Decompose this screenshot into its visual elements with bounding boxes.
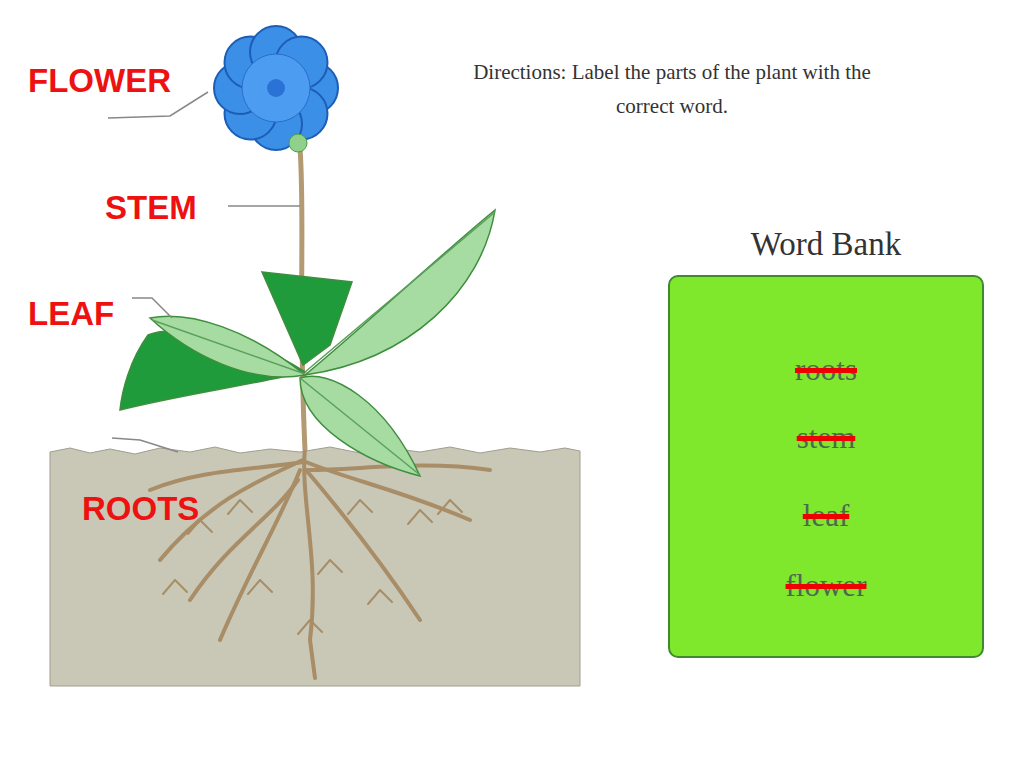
bank-box: roots stem leaf flower xyxy=(668,275,984,658)
root-hair xyxy=(368,590,392,604)
root-hair xyxy=(298,620,322,634)
word-bank: Word Bank roots stem leaf flower xyxy=(668,228,984,658)
root-hair xyxy=(163,580,187,594)
part-label: STEM xyxy=(105,191,197,224)
bank-heading: Word Bank xyxy=(668,228,984,261)
leader-lines xyxy=(108,92,300,452)
root-hair xyxy=(318,560,342,574)
bank-word: roots xyxy=(670,354,982,385)
flower-drawing xyxy=(214,26,338,150)
flower-center xyxy=(242,54,310,122)
bank-word: leaf xyxy=(670,500,982,531)
root-hair xyxy=(228,500,252,514)
leaves-drawing xyxy=(120,210,495,476)
part-label: ROOTS xyxy=(82,492,199,525)
part-label: FLOWER xyxy=(28,64,171,97)
directions-note: Directions: Label the parts of the plant… xyxy=(452,56,892,123)
soil xyxy=(50,447,580,686)
bank-word: stem xyxy=(670,422,982,453)
root-hair xyxy=(408,510,432,524)
bank-word: flower xyxy=(670,570,982,601)
root-hair xyxy=(438,500,462,514)
part-label: LEAF xyxy=(28,297,114,330)
root-hair xyxy=(248,580,272,594)
sepal xyxy=(289,134,307,152)
root-hair xyxy=(348,500,372,514)
roots-drawing xyxy=(150,448,490,678)
flower-eye xyxy=(267,79,285,97)
